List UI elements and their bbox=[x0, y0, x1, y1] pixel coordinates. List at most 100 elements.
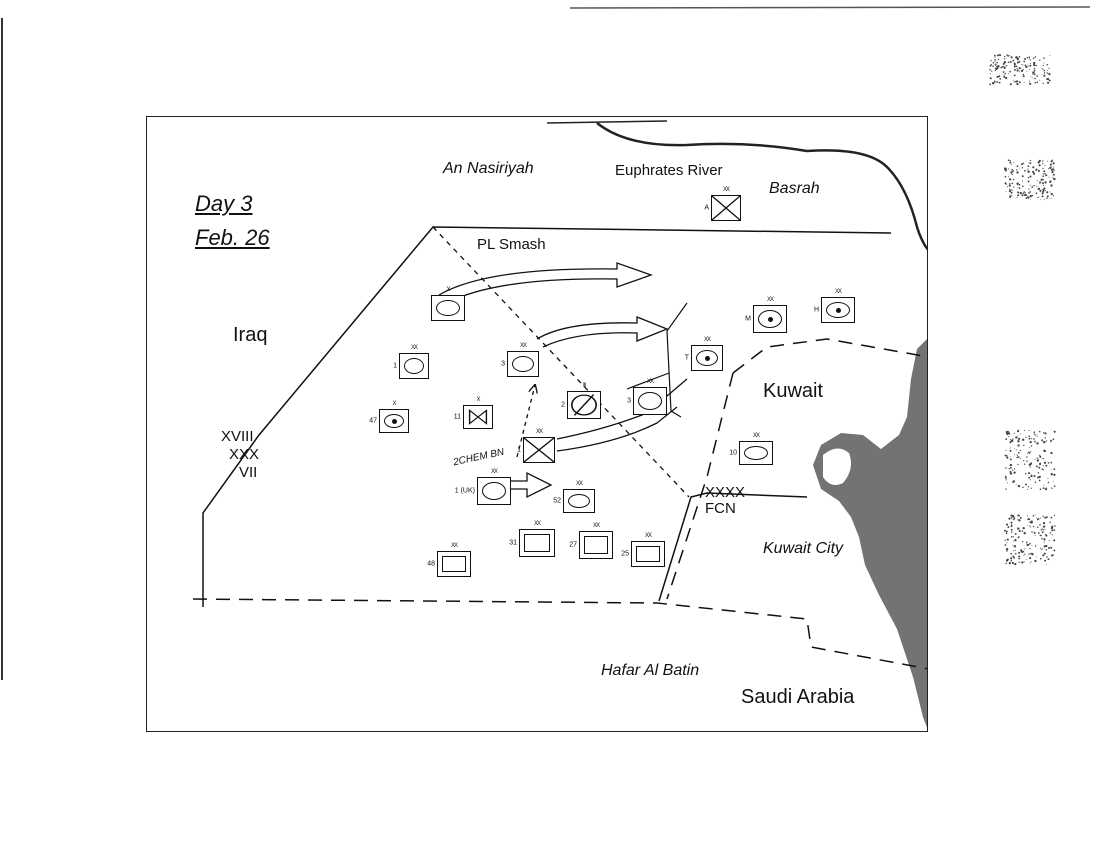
unit-echelon: XX bbox=[490, 469, 498, 475]
unit-echelon: XX bbox=[644, 533, 652, 539]
unit-symbol: X 47 bbox=[369, 401, 409, 433]
unit-echelon: XX bbox=[575, 481, 583, 487]
unit-symbol: XX 31 bbox=[509, 521, 555, 557]
unit-echelon: XX bbox=[450, 543, 458, 549]
unit-symbol: XX 10 bbox=[729, 433, 773, 465]
armor-ellipse bbox=[758, 310, 782, 328]
unit-echelon: XX bbox=[722, 187, 730, 193]
unit-designation: H bbox=[813, 306, 819, 314]
label-saudi-arabia: Saudi Arabia bbox=[741, 686, 855, 708]
unit-dot bbox=[704, 355, 710, 361]
unit-echelon: X bbox=[392, 401, 396, 407]
unit-designation: A bbox=[704, 204, 709, 212]
armor-ellipse bbox=[512, 356, 534, 372]
unit-symbol: XX 3 bbox=[501, 343, 539, 377]
unit-dot bbox=[391, 418, 397, 424]
unit-glyph bbox=[468, 409, 488, 425]
unit-symbol: XX 1 bbox=[393, 345, 429, 379]
corps-boundary bbox=[202, 226, 892, 607]
map-title-date: Feb. 26 bbox=[195, 225, 270, 250]
unit-symbol: XX H bbox=[814, 289, 855, 323]
unit-designation: 10 bbox=[729, 449, 737, 457]
armor-ellipse bbox=[384, 414, 404, 428]
unit-echelon: XX bbox=[834, 289, 842, 295]
unit-inner-rect bbox=[442, 556, 466, 572]
label-basrah: Basrah bbox=[769, 180, 820, 197]
unit-symbol: X bbox=[431, 287, 465, 321]
euphrates-river-line bbox=[596, 122, 927, 251]
unit-echelon: XX bbox=[646, 379, 654, 385]
advance-arrow-north bbox=[438, 262, 653, 304]
unit-inner-rect bbox=[636, 546, 660, 562]
armor-ellipse bbox=[482, 482, 506, 500]
unit-echelon: III bbox=[582, 383, 586, 389]
unit-echelon: X bbox=[476, 397, 480, 403]
map-title-day: Day 3 bbox=[195, 191, 253, 216]
map-frame: Day 3 Feb. 26 Iraq Kuwait Saudi Arabia A… bbox=[146, 116, 928, 732]
unit-designation: 1 (UK) bbox=[454, 487, 475, 495]
unit-echelon: XX bbox=[592, 523, 600, 529]
iraq-kuwait-border bbox=[732, 338, 927, 374]
unit-symbol: X 11 bbox=[454, 397, 493, 429]
unit-dot bbox=[835, 307, 841, 313]
armor-ellipse bbox=[404, 358, 424, 374]
label-kuwait: Kuwait bbox=[763, 380, 824, 402]
map-drawing bbox=[192, 120, 927, 728]
unit-inner-rect bbox=[524, 534, 550, 552]
unit-symbol: III 2 bbox=[561, 383, 601, 419]
unit-echelon: XX bbox=[752, 433, 760, 439]
unit-echelon: XX bbox=[703, 337, 711, 343]
unit-dot bbox=[767, 316, 773, 322]
armor-ellipse bbox=[436, 300, 460, 316]
kuwait-saudi-border bbox=[666, 372, 734, 600]
unit-designation: 31 bbox=[509, 539, 517, 547]
label-euphrates-river: Euphrates River bbox=[615, 162, 723, 179]
persian-gulf-coast bbox=[813, 339, 927, 728]
advance-arrow-center bbox=[536, 316, 669, 348]
unit-echelon: XX bbox=[410, 345, 418, 351]
unit-designation: 3 bbox=[627, 397, 631, 405]
east-front-line bbox=[666, 302, 688, 418]
kuwait-bay bbox=[823, 448, 851, 485]
unit-symbol: XX 1 bbox=[517, 429, 555, 463]
unit-symbol: XX 3 bbox=[627, 379, 667, 415]
unit-designation: 3 bbox=[501, 360, 505, 368]
armor-ellipse bbox=[638, 392, 662, 410]
label-phase-line: PL Smash bbox=[477, 236, 546, 253]
armor-ellipse bbox=[744, 446, 768, 460]
unit-echelon: XX bbox=[535, 429, 543, 435]
label-kuwait-city: Kuwait City bbox=[763, 540, 844, 557]
unit-glyph bbox=[524, 438, 554, 462]
unit-designation: 47 bbox=[369, 417, 377, 425]
unit-echelon: X bbox=[446, 287, 450, 293]
unit-designation: 48 bbox=[427, 560, 435, 568]
label-fcn-echelon: XXXX bbox=[705, 484, 746, 501]
unit-symbol: XX 25 bbox=[621, 533, 665, 567]
advance-arrow-uk bbox=[507, 471, 553, 499]
armor-ellipse bbox=[826, 302, 850, 318]
unit-glyph bbox=[712, 196, 740, 220]
unit-symbol: XX 1 (UK) bbox=[455, 469, 511, 505]
unit-designation: 11 bbox=[453, 413, 461, 421]
fcn-boundary bbox=[658, 492, 808, 602]
label-corps-vii: VII bbox=[239, 464, 258, 481]
unit-inner-rect bbox=[584, 536, 608, 554]
unit-designation: 1 bbox=[393, 362, 397, 370]
label-an-nasiriyah: An Nasiriyah bbox=[443, 160, 534, 177]
unit-echelon: XX bbox=[519, 343, 527, 349]
unit-designation: 1 bbox=[517, 446, 521, 454]
label-fcn: FCN bbox=[705, 500, 736, 517]
unit-designation: 2 bbox=[561, 401, 565, 409]
unit-echelon: XX bbox=[533, 521, 541, 527]
phase-line-smash bbox=[432, 226, 690, 498]
unit-symbol: XX A bbox=[704, 187, 741, 221]
armor-ellipse bbox=[568, 494, 590, 508]
advance-arrow-east-2 bbox=[556, 406, 678, 452]
unit-symbol: XX 48 bbox=[427, 543, 471, 577]
iraq-saudi-border bbox=[192, 598, 927, 670]
unit-designation: 25 bbox=[621, 550, 629, 558]
